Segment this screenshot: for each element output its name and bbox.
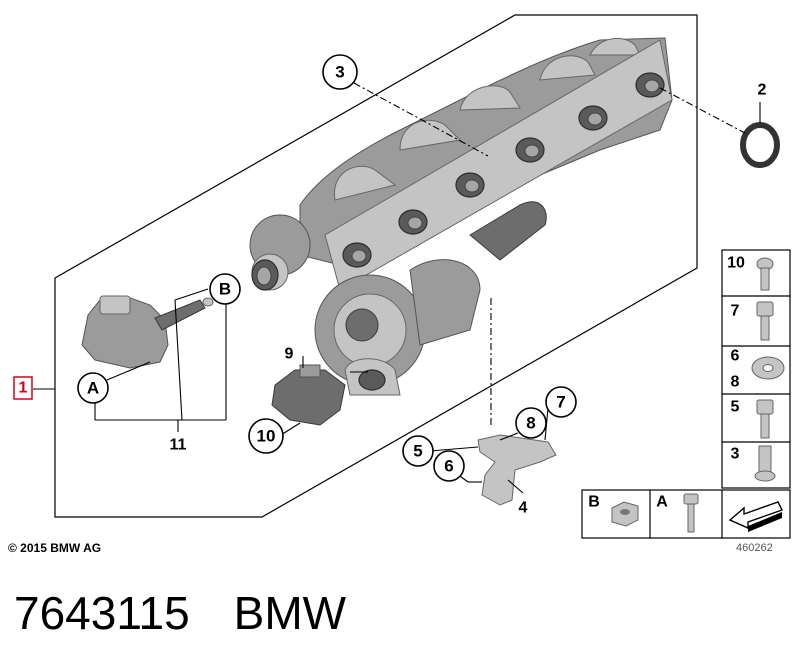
legend-label-10: 10 <box>727 255 745 272</box>
turbocharger-manifold-image <box>249 37 673 396</box>
hardware-legend: 10 7 6 8 5 3 B <box>581 249 791 539</box>
callout-5: 5 <box>413 442 422 461</box>
arrow-icon <box>728 501 783 532</box>
callout-A: A <box>87 379 99 398</box>
sensor-image <box>271 364 346 426</box>
nut-icon <box>611 501 639 527</box>
legend-label-B: B <box>588 494 600 511</box>
bolt-10-icon <box>756 257 774 291</box>
brand-name: BMW <box>233 587 347 639</box>
bolt-5-icon <box>756 399 774 439</box>
legend-label-5: 5 <box>731 399 740 416</box>
bracket-image <box>477 434 557 506</box>
callout-11: 11 <box>170 437 187 454</box>
legend-label-7: 7 <box>731 303 740 320</box>
part-number: 7643115 <box>14 587 190 639</box>
actuator-image <box>81 295 214 369</box>
bolt-7-icon <box>756 301 774 341</box>
callout-7: 7 <box>556 393 565 412</box>
callout-4: 4 <box>519 500 528 517</box>
copyright-notice: © 2015 BMW AG <box>8 541 102 555</box>
legend-label-6: 6 <box>731 348 740 365</box>
diagram-reference-number: 460262 <box>736 542 773 554</box>
gasket-ring-image <box>740 122 780 168</box>
caption: 7643115 BMW <box>14 586 346 640</box>
callout-6: 6 <box>444 457 453 476</box>
parts-diagram: 3 2 B A 11 9 10 5 6 8 7 4 1 10 7 6 8 <box>13 14 791 539</box>
assembly-outline <box>54 14 698 518</box>
stud-nut-3-icon <box>754 445 776 482</box>
washer-icon <box>751 356 785 380</box>
legend-label-A: A <box>656 494 668 511</box>
callout-8: 8 <box>526 414 535 433</box>
bolt-A-icon <box>683 493 699 533</box>
callout-2: 2 <box>758 82 767 99</box>
callout-B: B <box>219 280 231 299</box>
legend-label-3: 3 <box>731 446 740 463</box>
callout-1: 1 <box>19 380 28 397</box>
legend-label-8: 8 <box>731 374 740 391</box>
callout-10: 10 <box>257 427 276 446</box>
callout-3: 3 <box>335 63 344 82</box>
callout-9: 9 <box>285 346 294 363</box>
